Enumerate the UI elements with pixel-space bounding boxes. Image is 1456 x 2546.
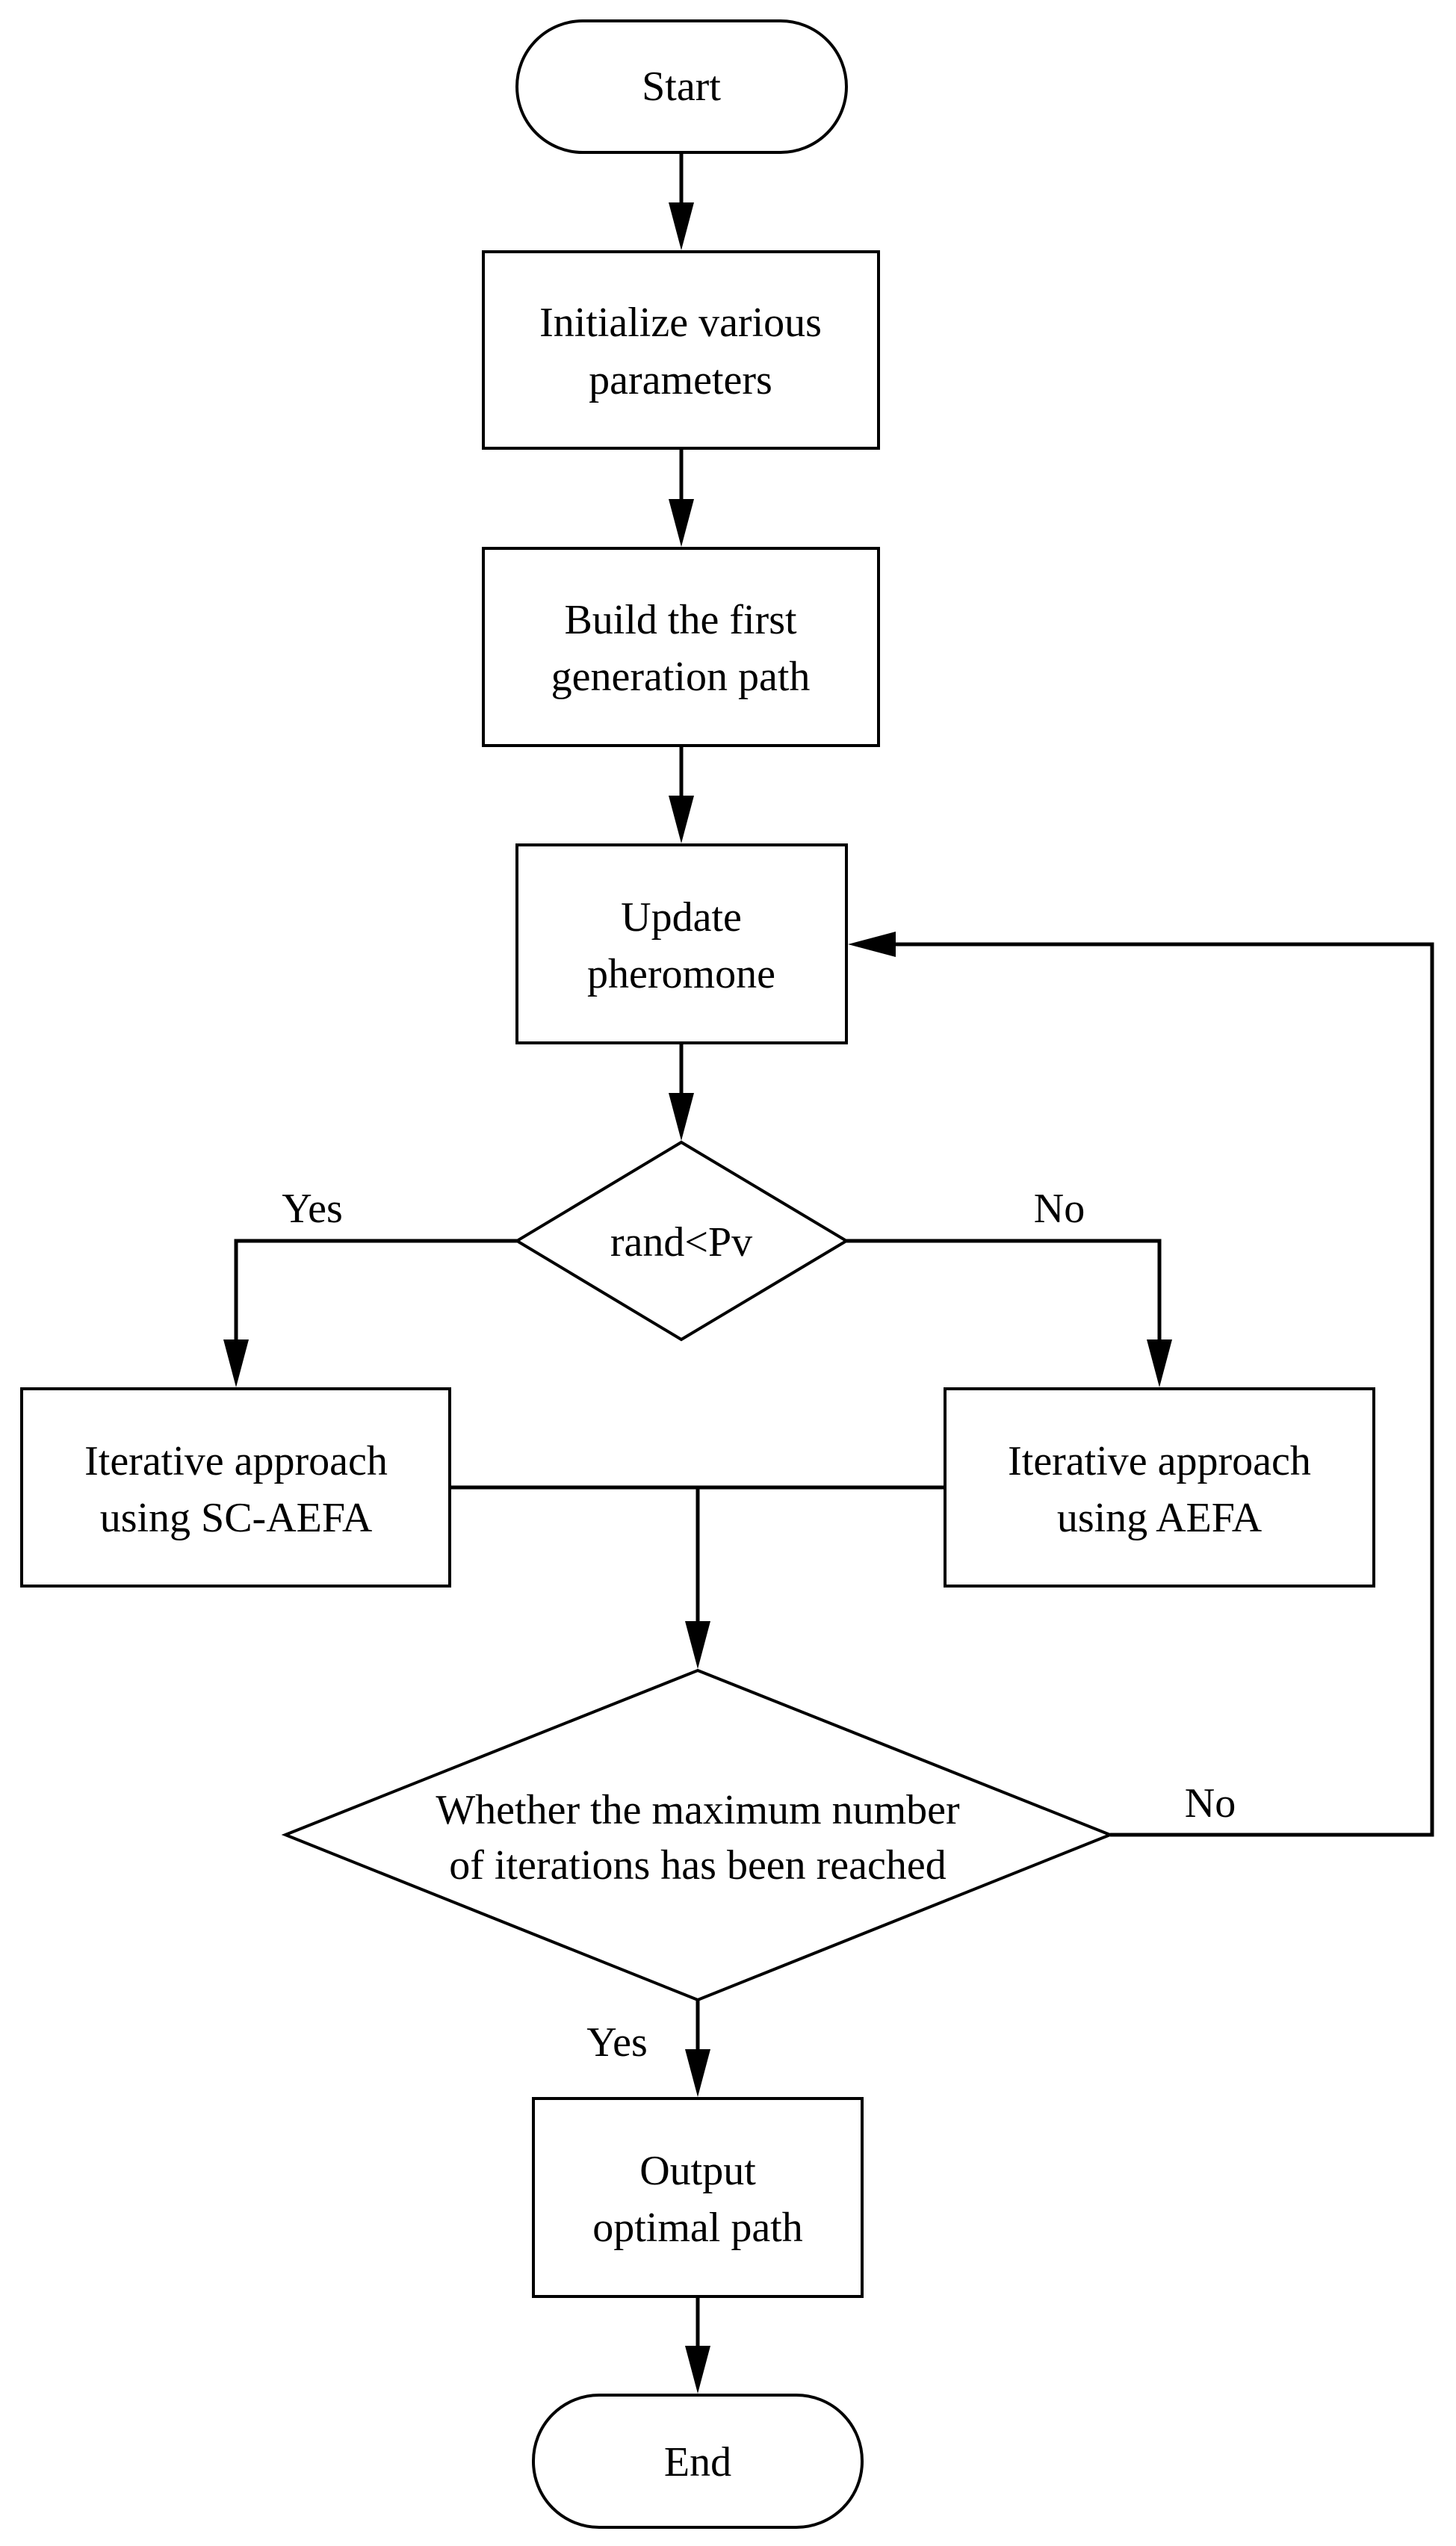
end-label: End	[664, 2439, 731, 2485]
edge-label-decision2-no: No	[1185, 1780, 1236, 1827]
arrowhead-start-to-init	[669, 202, 694, 250]
arrow-decision2-no-loop	[892, 942, 1434, 1837]
sc-aefa-label-line1: Iterative approach	[84, 1438, 388, 1484]
edge-label-decision1-no: No	[1034, 1186, 1085, 1232]
start-node: Start	[515, 19, 848, 154]
initialize-node: Initialize various parameters	[482, 250, 880, 450]
output-label-line2: optimal path	[592, 2205, 803, 2251]
arrowhead-build-to-update	[669, 796, 694, 843]
decision-rand-node: rand<Pv	[514, 1140, 849, 1342]
arrowhead-decision2-no-loop	[848, 932, 896, 957]
build-path-node: Build the first generation path	[482, 547, 880, 747]
arrowhead-init-to-build	[669, 499, 694, 547]
build-path-label-line1: Build the first	[564, 597, 797, 643]
arrowhead-decision-no-to-aefa	[1147, 1339, 1172, 1387]
aefa-label-line1: Iterative approach	[1008, 1438, 1311, 1484]
decision-max-iterations-label-line2: of iterations has been reached	[449, 1842, 946, 1889]
initialize-label-line2: parameters	[589, 357, 772, 403]
sc-aefa-node: Iterative approach using SC-AEFA	[20, 1387, 451, 1588]
sc-aefa-label-line2: using SC-AEFA	[100, 1495, 373, 1541]
decision-max-iterations-label-line1: Whether the maximum number	[436, 1787, 960, 1833]
edge-label-decision2-yes: Yes	[586, 2019, 647, 2066]
edge-labels: Yes No No Yes	[282, 1186, 1236, 2066]
arrowhead-decision-yes-to-sc-aefa	[223, 1339, 249, 1387]
initialize-label-line1: Initialize various	[539, 300, 822, 346]
update-pheromone-label-line2: pheromone	[587, 951, 775, 997]
aefa-label-line2: using AEFA	[1057, 1495, 1263, 1541]
update-pheromone-label-line1: Update	[621, 894, 742, 941]
decision-max-iterations-node: Whether the maximum number of iterations…	[281, 1668, 1115, 2002]
arrow-decision-yes-to-sc-aefa	[234, 1239, 517, 1343]
end-node: End	[532, 2394, 864, 2529]
arrowhead-update-to-decision	[669, 1093, 694, 1141]
connectors	[223, 152, 1434, 2394]
output-label-line1: Output	[639, 2148, 756, 2194]
arrowhead-decision2-yes-to-output	[685, 2049, 710, 2097]
arrow-decision-no-to-aefa	[846, 1239, 1162, 1343]
build-path-label-line2: generation path	[551, 654, 811, 700]
arrowhead-output-to-end	[685, 2346, 710, 2394]
output-node: Output optimal path	[532, 2097, 864, 2298]
update-pheromone-node: Update pheromone	[515, 843, 848, 1044]
arrowhead-merge-to-decision2	[685, 1621, 710, 1669]
start-label: Start	[642, 64, 721, 110]
decision-rand-label: rand<Pv	[610, 1219, 752, 1266]
edge-label-decision1-yes: Yes	[282, 1186, 342, 1232]
aefa-node: Iterative approach using AEFA	[944, 1387, 1375, 1588]
